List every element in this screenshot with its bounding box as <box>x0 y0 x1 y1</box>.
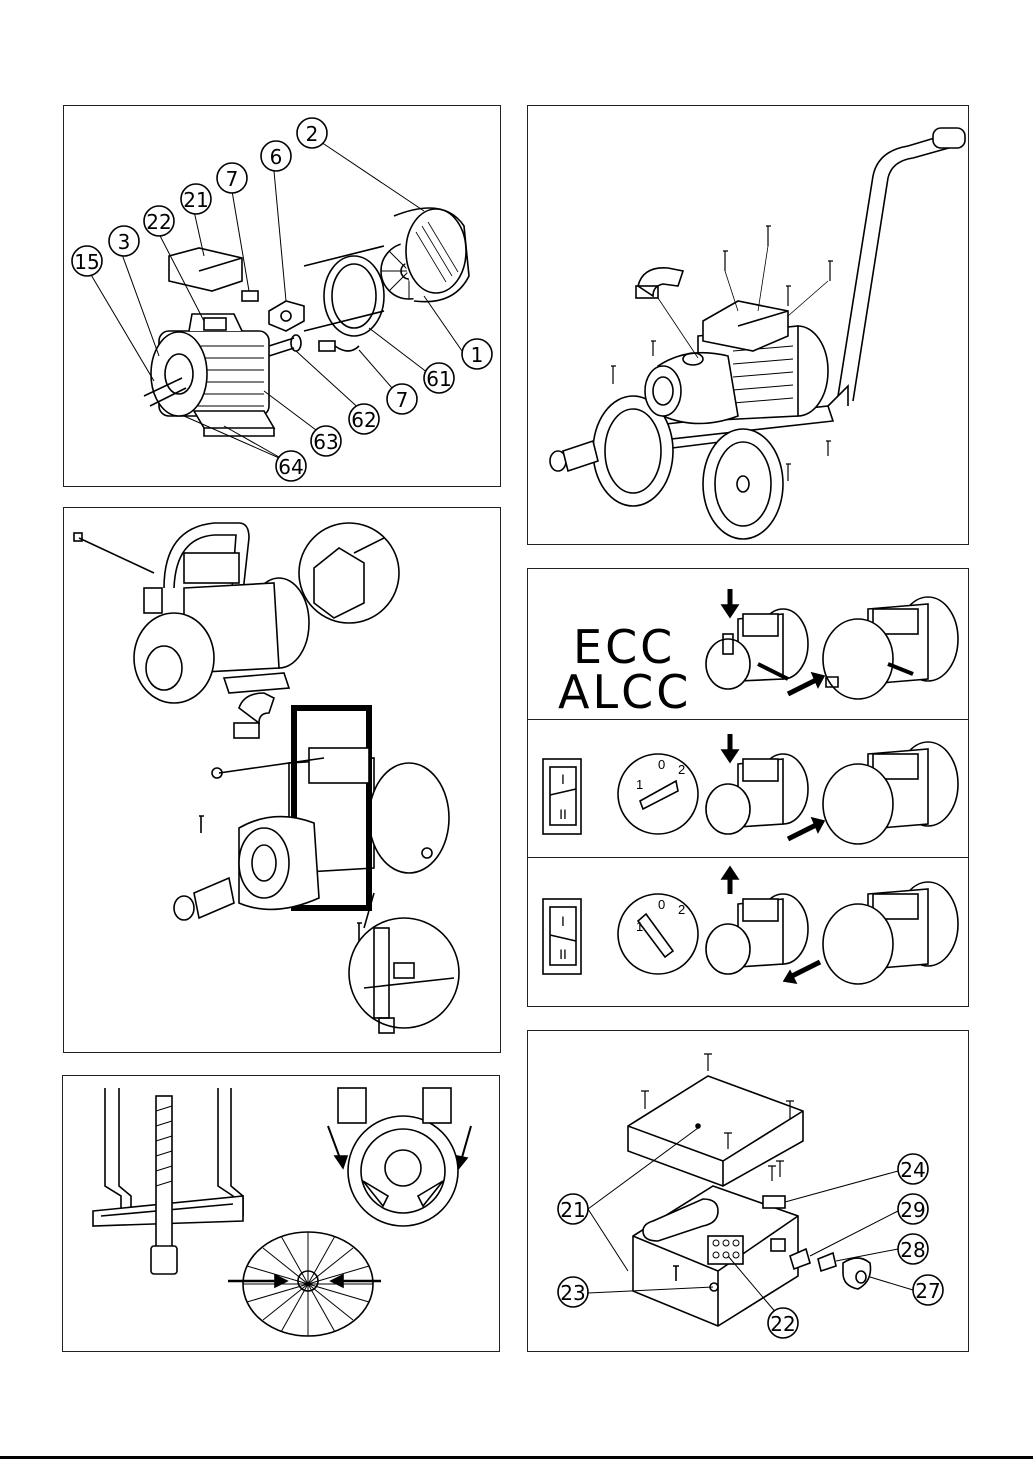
handle-assembly-panel <box>63 507 501 1053</box>
self-priming-pump-sketch <box>706 609 808 689</box>
callout-label: 62 <box>351 408 376 432</box>
switch-label-lower: II <box>559 946 567 962</box>
callout-label: 24 <box>900 1158 925 1182</box>
handle-assembly-drawing <box>64 508 502 1054</box>
callout-circle: 61 <box>424 363 454 393</box>
callout-circle: 7 <box>217 163 247 193</box>
callout-circle: 27 <box>913 1275 943 1305</box>
operation-drawing: I II 1 0 2 I <box>528 569 970 1008</box>
callout-circle: 64 <box>276 451 306 481</box>
callout-label: 1 <box>471 343 484 367</box>
callout-label: 61 <box>426 367 451 391</box>
trolley-assembly-drawing <box>528 106 970 546</box>
callout-label: 27 <box>915 1279 940 1303</box>
callout-label: 2 <box>306 122 319 146</box>
puller-tools-drawing <box>63 1076 501 1353</box>
callout-circle: 63 <box>311 426 341 456</box>
terminal-box-panel: 24 29 28 27 21 23 22 <box>527 1030 969 1352</box>
switch-label-upper: I <box>561 771 565 787</box>
terminal-box-drawing: 24 29 28 27 21 23 22 <box>528 1031 970 1353</box>
trolley-assembly-panel <box>527 105 969 545</box>
callout-circle: 28 <box>898 1234 928 1264</box>
callout-circle: 3 <box>109 226 139 256</box>
callout-label: 7 <box>226 167 239 191</box>
impeller-icon <box>243 1232 373 1336</box>
callout-label: 21 <box>560 1198 585 1222</box>
dial-label: 1 <box>636 919 643 934</box>
switch-label-lower: II <box>559 806 567 822</box>
callout-label: 6 <box>270 145 283 169</box>
callout-label: 21 <box>183 188 208 212</box>
gear-puller-icon <box>93 1088 243 1274</box>
operation-panel: ECC ALCC <box>527 568 969 1007</box>
dial-label: 1 <box>636 777 643 792</box>
callout-circle: 7 <box>387 384 417 414</box>
dial-label: 0 <box>658 757 665 772</box>
callout-circle: 2 <box>297 118 327 148</box>
switch-icon <box>543 899 581 974</box>
callout-circle: 22 <box>144 206 174 236</box>
callout-circle: 62 <box>349 404 379 434</box>
callout-label: 22 <box>146 210 171 234</box>
puller-tools-panel <box>62 1075 500 1352</box>
callout-label: 7 <box>396 388 409 412</box>
exploded-motor-drawing: 15 3 22 21 7 6 2 1 61 7 62 63 64 <box>64 106 502 488</box>
dial-label: 2 <box>678 762 685 777</box>
pump-housing-icon <box>338 1088 458 1226</box>
callout-circle: 15 <box>72 246 102 276</box>
callout-circle: 1 <box>462 339 492 369</box>
callout-circle: 6 <box>261 141 291 171</box>
callout-label: 29 <box>900 1198 925 1222</box>
callout-circle: 29 <box>898 1194 928 1224</box>
dial-label: 2 <box>678 902 685 917</box>
callout-label: 64 <box>278 455 303 479</box>
switch-label-upper: I <box>561 913 565 929</box>
callout-circle: 22 <box>768 1308 798 1338</box>
callout-circle: 21 <box>558 1194 588 1224</box>
callout-circle: 21 <box>181 184 211 214</box>
callout-label: 3 <box>118 230 131 254</box>
callout-label: 23 <box>560 1281 585 1305</box>
callout-circle: 23 <box>558 1277 588 1307</box>
callout-label: 63 <box>313 430 338 454</box>
exploded-motor-panel: 15 3 22 21 7 6 2 1 61 7 62 63 64 <box>63 105 501 487</box>
callout-label: 28 <box>900 1238 925 1262</box>
callout-label: 22 <box>770 1312 795 1336</box>
callout-circle: 24 <box>898 1154 928 1184</box>
centrifugal-pump-sketch <box>823 597 958 699</box>
dial-label: 0 <box>658 897 665 912</box>
callout-label: 15 <box>74 250 99 274</box>
